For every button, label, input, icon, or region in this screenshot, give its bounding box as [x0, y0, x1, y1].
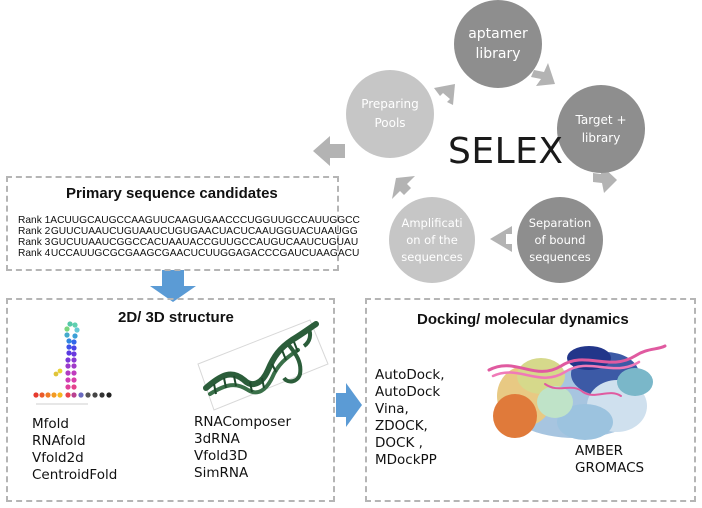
step-text-line: library — [581, 131, 621, 145]
rank-label: Rank 4 — [18, 248, 51, 259]
tool-item: RNAComposer — [194, 414, 292, 430]
rank-sequence: GUUCUAAUCUGUAAUCUGUGAACUACUCAAUGGUACUAAU… — [50, 226, 358, 237]
rna-2d-structure-image — [28, 316, 118, 416]
tool-item: Vina, — [375, 401, 409, 417]
step-text-line: sequences — [401, 249, 463, 264]
step-text-line: library — [475, 46, 521, 62]
rank-row: Rank 1 ACUUGCAUGCCAAGUUCAAGUGAACCCUGGUUG… — [18, 215, 360, 226]
selex-label: SELEX — [448, 131, 564, 172]
tool-item: ZDOCK, — [375, 418, 428, 434]
docking-box: Docking/ molecular dynamics AutoDock, Au… — [365, 298, 696, 502]
step-text-line: Amplificati — [401, 215, 463, 230]
rank-label: Rank 1 — [18, 215, 51, 226]
tool-item: AMBER — [575, 443, 624, 459]
step-text-line: Target + — [575, 113, 627, 127]
rank-sequence: UCCAUUGCGCGAAGCGAACUCUUGGAGACCCGAUCUAAGA… — [50, 248, 360, 259]
structure-box-title: 2D/ 3D structure — [118, 309, 234, 326]
step-text-line: Pools — [374, 116, 406, 130]
tool-item: GROMACS — [575, 460, 645, 476]
tool-item: Mfold — [32, 416, 69, 432]
tools-3d-list: RNAComposer 3dRNA Vfold3D SimRNA — [194, 414, 291, 482]
arrow-primary-to-structure — [150, 270, 196, 302]
arrow-aptamer-to-target — [531, 63, 555, 86]
primary-box-title: Primary sequence candidates — [66, 185, 278, 202]
rank-sequence: GUCUUAAUCGGCCACUAAUACCGUUGCCAUGUCAAUCUGU… — [50, 237, 359, 248]
tools-2d-list: Mfold RNAfold Vfold2d CentroidFold — [32, 416, 117, 484]
tool-item: Vfold2d — [32, 450, 84, 466]
tool-item: RNAfold — [32, 433, 86, 449]
rank-sequence: ACUUGCAUGCCAAGUUCAAGUGAACCCUGGUUGCCAUUGG… — [50, 215, 360, 226]
protein-rna-complex-image — [487, 344, 667, 440]
rank-list: Rank 1 ACUUGCAUGCCAAGUUCAAGUGAACCCUGGUUG… — [18, 215, 360, 259]
tool-item: SimRNA — [194, 465, 249, 481]
cycle-step-amplification: Amplificati on of the sequences — [389, 197, 475, 283]
arrow-to-primary-box — [313, 136, 345, 166]
arrow-target-to-separation — [593, 164, 617, 193]
tool-item: AutoDock — [375, 384, 441, 400]
rank-row: Rank 3 GUCUUAAUCGGCCACUAAUACCGUUGCCAUGUC… — [18, 237, 360, 248]
step-text-line: of bound — [534, 232, 586, 247]
rank-row: Rank 4 UCCAUUGCGCGAAGCGAACUCUUGGAGACCCGA… — [18, 248, 360, 259]
arrow-amplification-to-preparing — [392, 176, 415, 199]
arrow-preparing-to-aptamer — [434, 84, 455, 105]
structure-box: 2D/ 3D structure — [6, 298, 335, 502]
tool-item: 3dRNA — [194, 431, 240, 447]
rank-row: Rank 2 GUUCUAAUCUGUAAUCUGUGAACUACUCAAUGG… — [18, 226, 360, 237]
docking-box-title: Docking/ molecular dynamics — [417, 311, 629, 328]
cycle-step-separation: Separation of bound sequences — [517, 197, 603, 283]
cycle-step-target-library: Target + library — [557, 85, 645, 173]
tool-item: DOCK , — [375, 435, 423, 451]
tool-item: CentroidFold — [32, 467, 118, 483]
rna-3d-structure-image — [197, 319, 329, 411]
rank-label: Rank 3 — [18, 237, 51, 248]
arrow-separation-to-amplification — [490, 226, 512, 252]
step-text-line: on of the — [406, 232, 458, 247]
docking-tools-list: AutoDock, AutoDock Vina, ZDOCK, DOCK , M… — [375, 367, 445, 469]
tool-item: MDockPP — [375, 452, 437, 468]
step-text-line: aptamer — [468, 26, 528, 42]
step-text-line: Separation — [528, 215, 592, 230]
step-text-line: Preparing — [361, 97, 419, 111]
tool-item: Vfold3D — [194, 448, 248, 464]
cycle-step-aptamer-library: aptamer library — [454, 0, 542, 88]
md-tools-list: AMBER GROMACS — [575, 443, 644, 477]
tool-item: AutoDock, — [375, 367, 445, 383]
arrow-structure-to-docking — [336, 383, 362, 427]
rank-label: Rank 2 — [18, 226, 51, 237]
cycle-step-preparing-pools: Preparing Pools — [346, 70, 434, 158]
step-text-line: sequences — [529, 249, 591, 264]
primary-sequence-box: Primary sequence candidates Rank 1 ACUUG… — [6, 176, 360, 271]
